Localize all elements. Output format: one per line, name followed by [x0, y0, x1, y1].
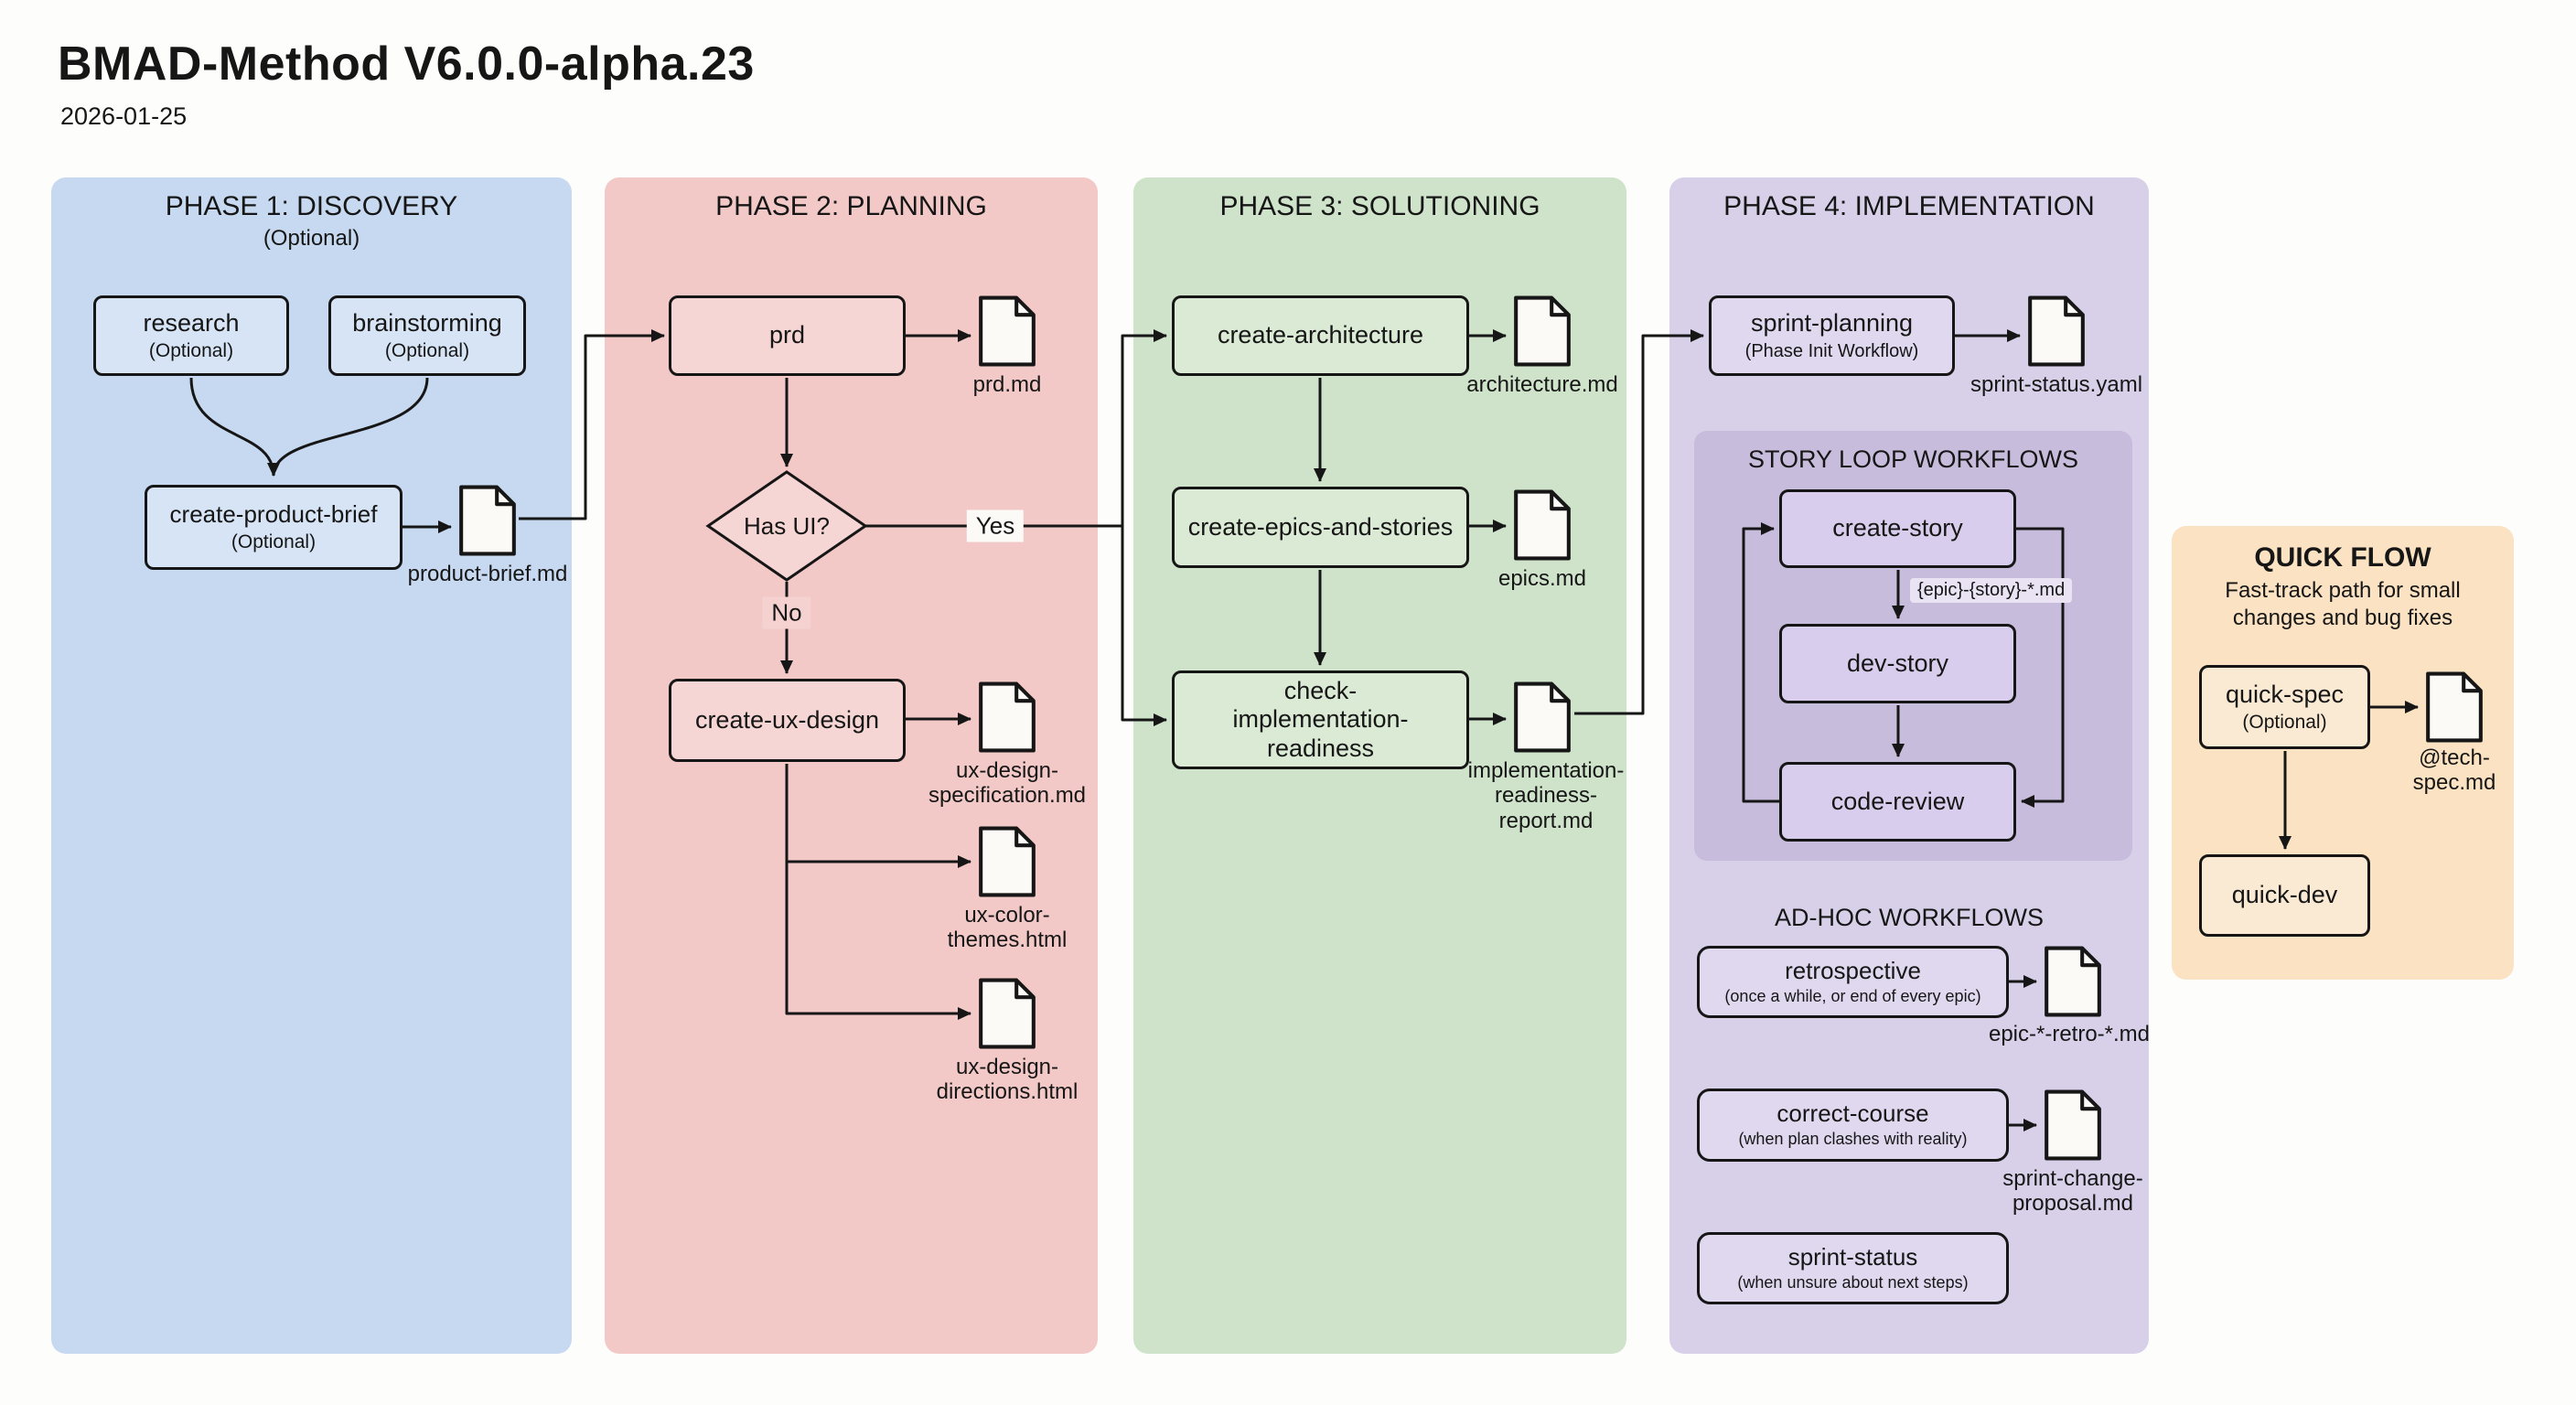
document-icon-tech-spec	[2426, 671, 2483, 743]
node-create-story: create-story	[1779, 489, 2016, 568]
doc-label-tech-spec: @tech-spec.md	[2412, 745, 2496, 796]
node-brainstorming-sub: (Optional)	[384, 339, 470, 361]
doc-label-ux-spec: ux-design-specification.md	[928, 758, 1087, 809]
quick-flow-subtitle: Fast-track path for small changes and bu…	[2225, 578, 2461, 630]
node-quick-spec: quick-spec (Optional)	[2199, 665, 2370, 749]
phase4-header: PHASE 4: IMPLEMENTATION	[1723, 191, 2095, 221]
node-correct-course-label: correct-course	[1776, 1099, 1929, 1128]
node-create-product-brief-label: create-product-brief	[169, 499, 378, 528]
node-retrospective-label: retrospective	[1785, 956, 1921, 984]
decision-has-ui-label: Has UI?	[744, 512, 830, 540]
doc-label-sprint-status-yaml: sprint-status.yaml	[1970, 372, 2143, 397]
edge-label-yes: Yes	[966, 509, 1025, 542]
document-icon-product-brief	[459, 485, 516, 556]
node-retrospective: retrospective (once a while, or end of e…	[1697, 946, 2009, 1018]
edge-label-no: No	[762, 596, 811, 629]
document-icon-sprint-status-yaml	[2028, 295, 2085, 367]
node-research-sub: (Optional)	[148, 339, 234, 361]
node-code-review-label: code-review	[1830, 787, 1965, 815]
node-research: research (Optional)	[93, 295, 289, 376]
phase2-header: PHASE 2: PLANNING	[715, 191, 987, 221]
node-dev-story-label: dev-story	[1846, 649, 1949, 677]
phase3-header: PHASE 3: SOLUTIONING	[1219, 191, 1540, 221]
node-create-product-brief: create-product-brief (Optional)	[145, 485, 402, 570]
node-sprint-planning: sprint-planning (Phase Init Workflow)	[1709, 295, 1955, 376]
phase1-header-sub: (Optional)	[263, 226, 360, 251]
node-check-impl-label: check-implementation-readiness	[1232, 677, 1409, 762]
document-icon-ux-colors	[979, 826, 1036, 897]
document-icon-epic-retro	[2045, 946, 2101, 1017]
node-research-label: research	[143, 308, 240, 337]
doc-label-product-brief: product-brief.md	[407, 562, 568, 586]
node-sprint-planning-sub: (Phase Init Workflow)	[1744, 340, 1919, 361]
node-retrospective-sub: (once a while, or end of every epic)	[1724, 986, 1981, 1005]
doc-label-readiness-report: implementation-readiness-report.md	[1467, 758, 1625, 833]
node-sprint-planning-label: sprint-planning	[1750, 309, 1914, 338]
node-code-review: code-review	[1779, 762, 2016, 842]
node-prd: prd	[669, 295, 906, 376]
node-create-ux-design-label: create-ux-design	[694, 705, 880, 734]
quick-flow-header: QUICK FLOW	[2254, 542, 2431, 573]
node-brainstorming-label: brainstorming	[352, 308, 502, 337]
node-create-epics-label: create-epics-and-stories	[1187, 512, 1454, 541]
story-loop-header: STORY LOOP WORKFLOWS	[1747, 445, 2079, 473]
node-sprint-status-label: sprint-status	[1787, 1242, 1918, 1271]
node-create-epics-and-stories: create-epics-and-stories	[1172, 487, 1469, 568]
node-create-story-label: create-story	[1832, 514, 1963, 542]
node-create-architecture: create-architecture	[1172, 295, 1469, 376]
node-quick-spec-sub: (Optional)	[2242, 711, 2327, 733]
document-icon-readiness-report	[1514, 681, 1571, 753]
doc-label-change-proposal: sprint-change-proposal.md	[2002, 1166, 2143, 1217]
node-check-implementation-readiness: check-implementation-readiness	[1172, 670, 1469, 769]
node-correct-course: correct-course (when plan clashes with r…	[1697, 1089, 2009, 1162]
node-dev-story: dev-story	[1779, 624, 2016, 703]
phase1-header: PHASE 1: DISCOVERY	[165, 191, 458, 221]
node-brainstorming: brainstorming (Optional)	[328, 295, 526, 376]
node-quick-dev-label: quick-dev	[2231, 881, 2338, 909]
diagram-date: 2026-01-25	[60, 102, 188, 130]
adhoc-header: AD-HOC WORKFLOWS	[1775, 904, 2044, 931]
doc-label-prd: prd.md	[972, 372, 1042, 397]
node-correct-course-sub: (when plan clashes with reality)	[1738, 1130, 1968, 1149]
doc-label-ux-directions: ux-design-directions.html	[936, 1055, 1079, 1105]
node-sprint-status: sprint-status (when unsure about next st…	[1697, 1232, 2009, 1304]
doc-label-ux-colors: ux-color-themes.html	[947, 903, 1068, 953]
doc-label-epics: epics.md	[1497, 566, 1587, 591]
node-create-architecture-label: create-architecture	[1217, 321, 1424, 349]
doc-label-epic-retro: epic-*-retro-*.md	[1988, 1022, 2151, 1046]
node-prd-label: prd	[768, 321, 806, 349]
document-icon-prd	[979, 295, 1036, 367]
node-sprint-status-sub: (when unsure about next steps)	[1737, 1272, 1969, 1292]
diagram-title: BMAD-Method V6.0.0-alpha.23	[58, 38, 755, 91]
document-icon-epics	[1514, 489, 1571, 561]
edge-label-epic-story-file: {epic}-{story}-*.md	[1910, 578, 2073, 603]
node-create-product-brief-sub: (Optional)	[231, 531, 317, 552]
doc-label-architecture: architecture.md	[1466, 372, 1618, 397]
node-quick-spec-label: quick-spec	[2225, 680, 2345, 708]
node-create-ux-design: create-ux-design	[669, 679, 906, 762]
document-icon-ux-directions	[979, 978, 1036, 1049]
node-quick-dev: quick-dev	[2199, 854, 2370, 937]
document-icon-change-proposal	[2045, 1089, 2101, 1161]
document-icon-ux-spec	[979, 681, 1036, 753]
document-icon-architecture	[1514, 295, 1571, 367]
